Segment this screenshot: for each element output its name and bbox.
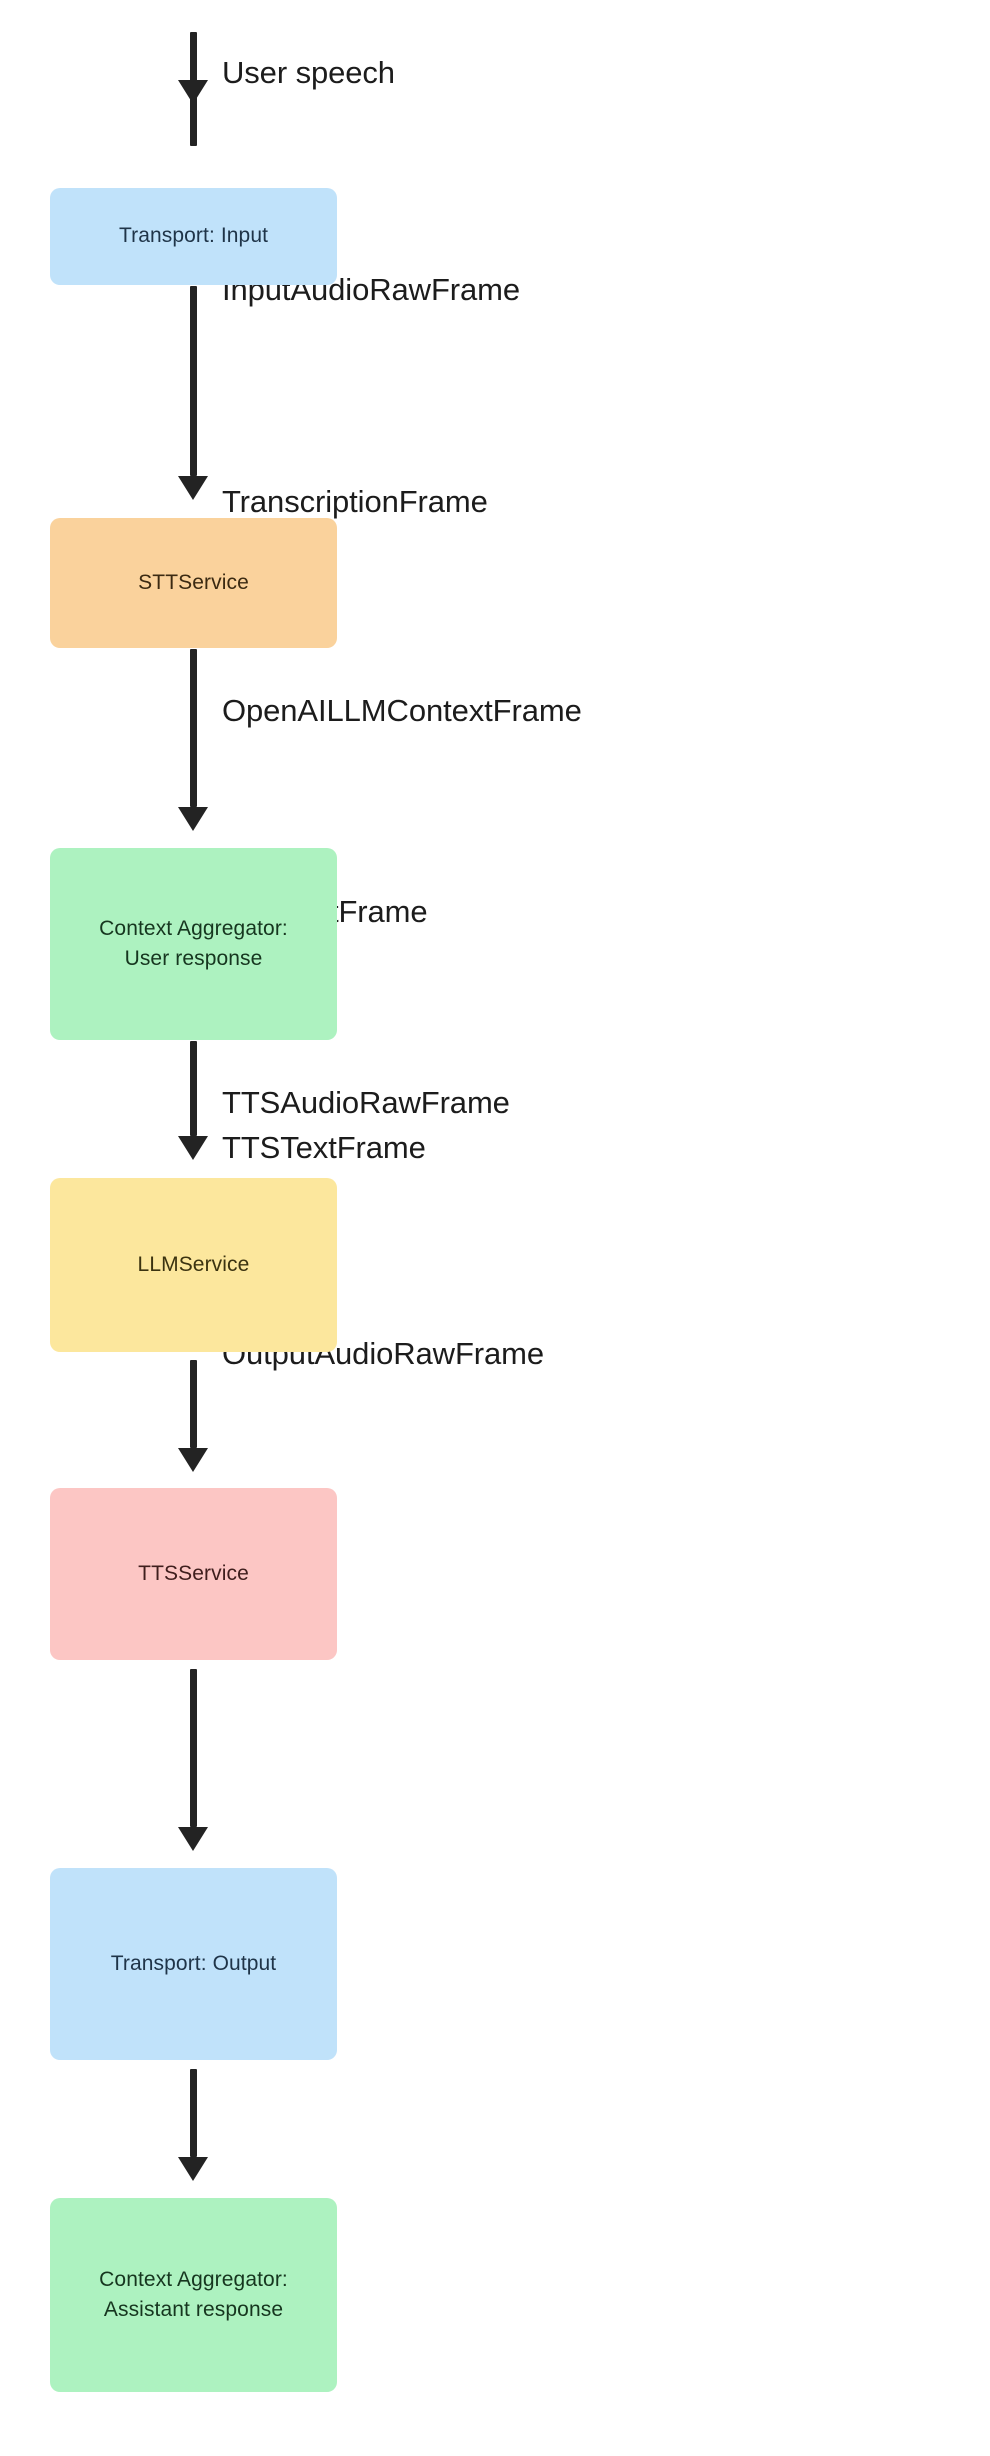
- node-stt-service[interactable]: STTService: [50, 518, 337, 648]
- arrow-shaft: [190, 1360, 197, 1448]
- arrow-shaft: [190, 1041, 197, 1136]
- arrow-head-icon: [178, 80, 208, 104]
- node-transport-input[interactable]: Transport: Input: [50, 188, 337, 285]
- node-context-aggregator-user[interactable]: Context Aggregator: User response: [50, 848, 337, 1040]
- arrow-head-icon: [178, 1136, 208, 1160]
- node-label: LLMService: [137, 1252, 250, 1276]
- node-context-aggregator-assistant[interactable]: Context Aggregator: Assistant response: [50, 2198, 337, 2392]
- edge-label-user-speech: User speech: [222, 55, 395, 90]
- node-label: STTService: [138, 570, 249, 594]
- node-label: Transport: Output: [110, 1951, 277, 1975]
- arrow-head-icon: [178, 2157, 208, 2181]
- arrow-shaft: [190, 2069, 197, 2157]
- node-label: TTSService: [138, 1561, 249, 1585]
- node-llm-service[interactable]: LLMService: [50, 1178, 337, 1352]
- node-label: Context Aggregator: User response: [99, 916, 288, 970]
- arrow-shaft: [190, 1669, 197, 1827]
- node-tts-service[interactable]: TTSService: [50, 1488, 337, 1660]
- arrow-head-icon: [178, 476, 208, 500]
- arrow-shaft: [190, 286, 197, 476]
- arrow-head-icon: [178, 807, 208, 831]
- node-transport-output[interactable]: Transport: Output: [50, 1868, 337, 2060]
- node-label: Transport: Input: [118, 224, 269, 248]
- arrow-shaft: [190, 649, 197, 807]
- arrow-head-icon: [178, 1448, 208, 1472]
- arrow-head-icon: [178, 1827, 208, 1851]
- edge-label-tts-frames: TTSAudioRawFrame TTSTextFrame: [222, 1085, 510, 1166]
- edge-label-openai-llm-context-frame: OpenAILLMContextFrame: [222, 693, 582, 728]
- edge-label-transcription-frame: TranscriptionFrame: [222, 484, 488, 519]
- node-label: Context Aggregator: Assistant response: [99, 2267, 288, 2321]
